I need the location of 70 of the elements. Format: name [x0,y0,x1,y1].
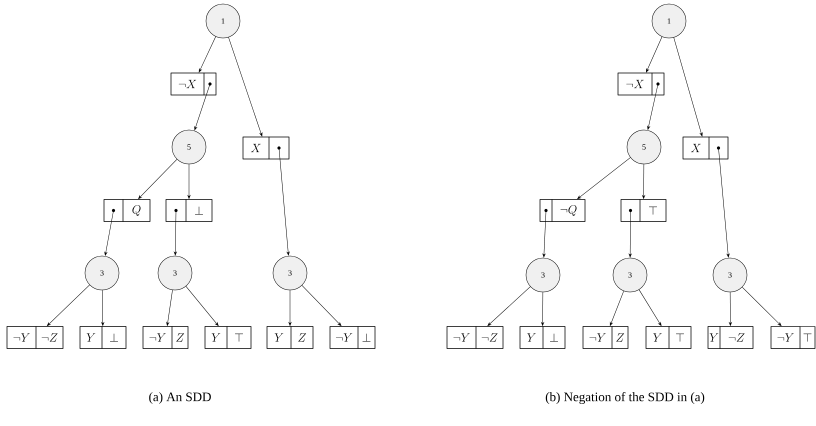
arrow [577,157,631,200]
element-cell: $\neg Y$ [770,326,800,349]
element-cell: $\bot$ [358,326,376,349]
arrow [186,286,219,326]
arrow [166,290,173,326]
arrow [674,37,703,136]
element-cell: $\top$ [668,326,692,349]
element-cell: $Z$ [612,326,628,349]
arrow [188,164,190,199]
element-cell: $Q$ [122,199,150,222]
arrow [728,292,732,326]
element-cell: $\neg Y$ [446,326,476,349]
element-cell: $\neg Y$ [142,326,172,349]
arrow [278,148,290,256]
arrow [488,286,531,326]
arrow [646,36,662,72]
element-cell: $\neg Z$ [476,326,504,349]
arrow [742,286,782,326]
pointer-cell [268,136,290,160]
pointer-cell [540,199,552,222]
caption: (a) An SDD [149,392,211,404]
element-cell: $Y$ [80,326,102,349]
element-cell: $X$ [682,136,710,160]
element-cell: $\neg X$ [618,72,652,96]
arrow [541,292,544,326]
element-cell: $\neg Y$ [6,326,36,349]
element-cell: $\neg X$ [170,72,204,96]
element-cell: $\neg Y$ [582,326,612,349]
arrow [718,148,730,258]
element-cell: $\bot$ [102,326,126,349]
arrow [628,210,632,258]
arrow [101,290,104,326]
caption: (b) Negation of the SDD in (a) [546,392,704,404]
arrow [138,159,178,199]
arrow [647,84,658,130]
pointer-cell [652,72,664,96]
element-cell: $\neg Z$ [36,326,64,349]
element-cell: $Y$ [708,326,720,349]
arrow [174,210,177,256]
arrow [288,290,292,326]
arrow [638,289,662,326]
element-cell: $Y$ [520,326,544,349]
arrow [198,36,216,72]
element-cell: $Y$ [646,326,670,349]
arrow [194,84,210,130]
arrow [302,285,342,326]
element-cell: $\bot$ [186,199,212,222]
arrow [542,210,546,258]
element-cell: $Z$ [290,326,314,349]
element-cell: $\neg Y$ [330,326,358,349]
element-cell: $X$ [242,136,270,160]
arrow [610,290,624,326]
element-cell: $\top$ [800,326,816,349]
element-cell: $\bot$ [542,326,566,349]
arrow [228,37,262,136]
element-cell: $\neg Q$ [552,199,586,222]
element-cell: $Z$ [172,326,188,349]
pointer-cell [204,72,216,96]
arrow [642,164,646,199]
element-cell: $\neg Z$ [720,326,754,349]
pointer-cell [708,136,728,160]
element-cell: $\top$ [226,326,252,349]
pointer-cell [104,199,124,222]
element-cell: $Y$ [204,326,228,349]
pointer-cell [620,199,640,222]
element-cell: $\top$ [640,199,666,222]
arrow [104,210,114,256]
arrow [46,284,90,326]
element-cell: $Y$ [266,326,292,349]
pointer-cell [166,199,186,222]
